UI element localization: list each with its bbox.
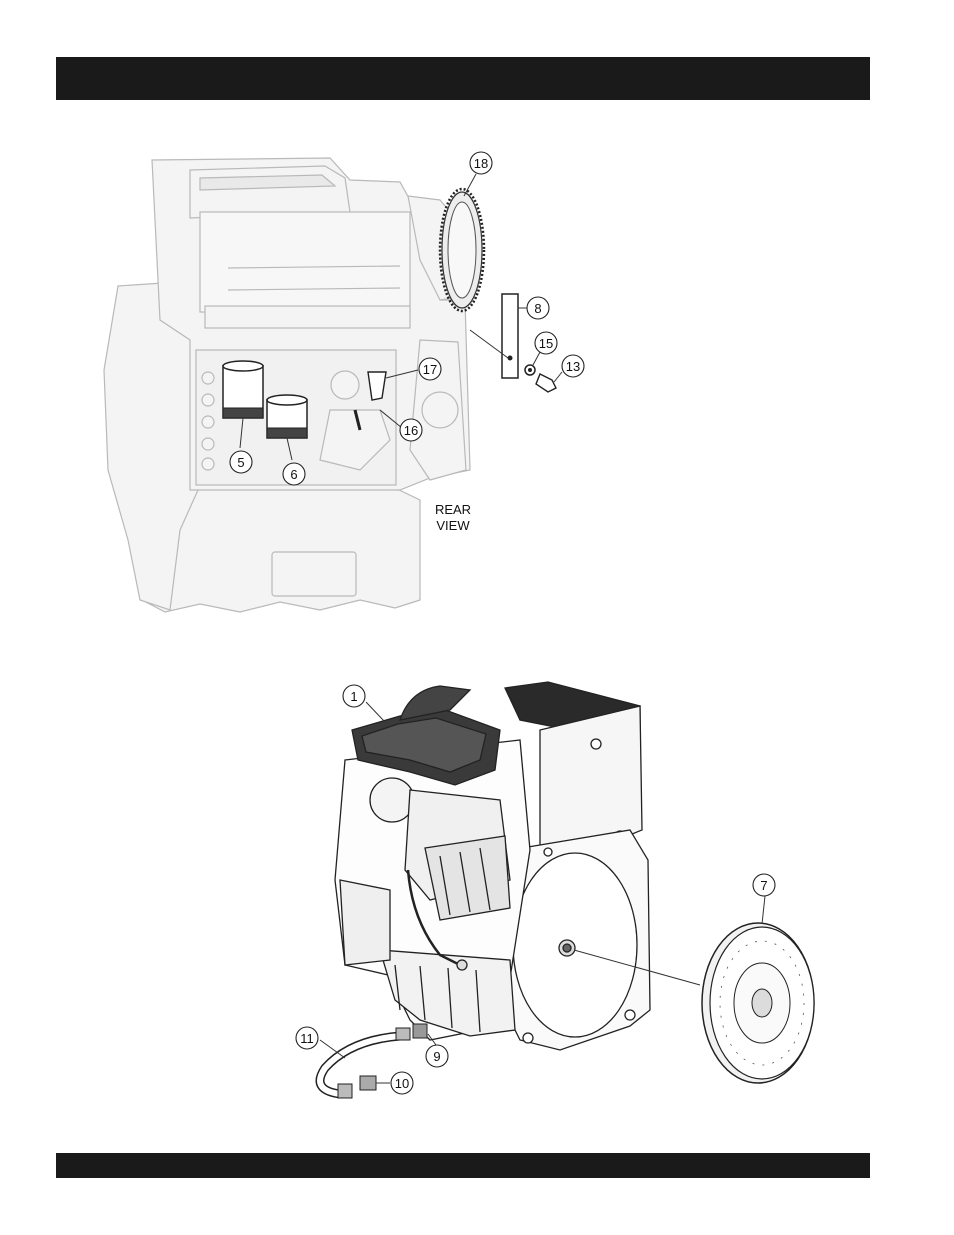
callout-10: 10 [391, 1072, 413, 1094]
svg-text:10: 10 [395, 1076, 409, 1091]
plate-part-8 [470, 294, 528, 378]
flywheel-part-7 [702, 896, 814, 1083]
svg-text:1: 1 [350, 689, 357, 704]
svg-text:5: 5 [237, 455, 244, 470]
callout-11: 11 [296, 1027, 318, 1049]
svg-text:8: 8 [534, 301, 541, 316]
svg-text:13: 13 [566, 359, 580, 374]
engine-rear-view-illustration [104, 158, 470, 612]
rear-view-label-line-1: REAR [418, 502, 488, 518]
callout-9: 9 [426, 1045, 448, 1067]
svg-text:11: 11 [300, 1031, 314, 1046]
svg-text:7: 7 [760, 878, 767, 893]
svg-text:15: 15 [539, 336, 553, 351]
callout-15: 15 [535, 332, 557, 354]
svg-text:17: 17 [423, 362, 437, 377]
svg-text:16: 16 [404, 423, 418, 438]
plug-part-10 [360, 1076, 390, 1090]
callout-17: 17 [419, 358, 441, 380]
callout-5: 5 [230, 451, 252, 473]
engine-front-illustration [335, 682, 650, 1050]
callout-16: 16 [400, 419, 422, 441]
callout-13: 13 [562, 355, 584, 377]
rear-view-label: REAR VIEW [418, 502, 488, 534]
bolt-part-13 [536, 372, 562, 392]
callout-1: 1 [343, 685, 365, 707]
svg-text:6: 6 [290, 467, 297, 482]
rear-view-label-line-2: VIEW [418, 518, 488, 534]
svg-text:18: 18 [474, 156, 488, 171]
svg-text:9: 9 [433, 1049, 440, 1064]
washer-part-15 [525, 352, 540, 375]
leader-1 [366, 702, 385, 722]
callout-6: 6 [283, 463, 305, 485]
callout-8: 8 [527, 297, 549, 319]
callout-7: 7 [753, 874, 775, 896]
callout-18: 18 [470, 152, 492, 174]
